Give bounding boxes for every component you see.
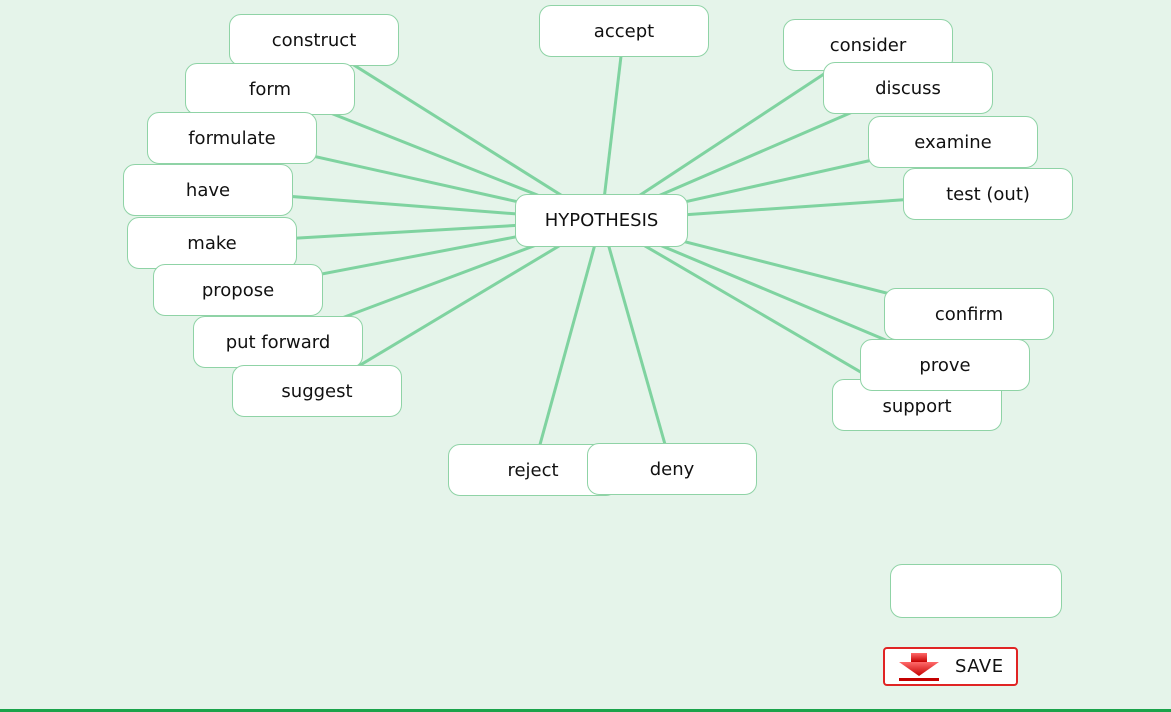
word-card-discuss[interactable]: discuss bbox=[823, 62, 993, 114]
connector-deny bbox=[600, 220, 674, 470]
word-card-suggest[interactable]: suggest bbox=[232, 365, 402, 417]
answer-drop-slot[interactable] bbox=[890, 564, 1062, 618]
word-card-deny[interactable]: deny bbox=[587, 443, 757, 495]
connector-construct bbox=[313, 38, 603, 222]
word-card-formulate[interactable]: formulate bbox=[147, 112, 317, 164]
word-card-prove[interactable]: prove bbox=[860, 339, 1030, 391]
word-card-test-out[interactable]: test (out) bbox=[903, 168, 1073, 220]
word-card-form[interactable]: form bbox=[185, 63, 355, 115]
word-card-have[interactable]: have bbox=[123, 164, 293, 216]
word-card-make[interactable]: make bbox=[127, 217, 297, 269]
word-card-propose[interactable]: propose bbox=[153, 264, 323, 316]
word-card-accept[interactable]: accept bbox=[539, 5, 709, 57]
connector-suggest bbox=[316, 219, 603, 393]
word-card-confirm[interactable]: confirm bbox=[884, 288, 1054, 340]
save-button[interactable]: SAVE bbox=[883, 647, 1018, 686]
connector-accept bbox=[600, 30, 626, 221]
download-arrow-icon bbox=[899, 652, 939, 681]
word-card-put-forward[interactable]: put forward bbox=[193, 316, 363, 368]
bottom-divider bbox=[0, 709, 1171, 712]
center-node-hypothesis: HYPOTHESIS bbox=[515, 194, 688, 247]
connector-reject bbox=[531, 220, 603, 471]
word-card-examine[interactable]: examine bbox=[868, 116, 1038, 168]
save-button-label: SAVE bbox=[955, 656, 1004, 677]
word-card-construct[interactable]: construct bbox=[229, 14, 399, 66]
